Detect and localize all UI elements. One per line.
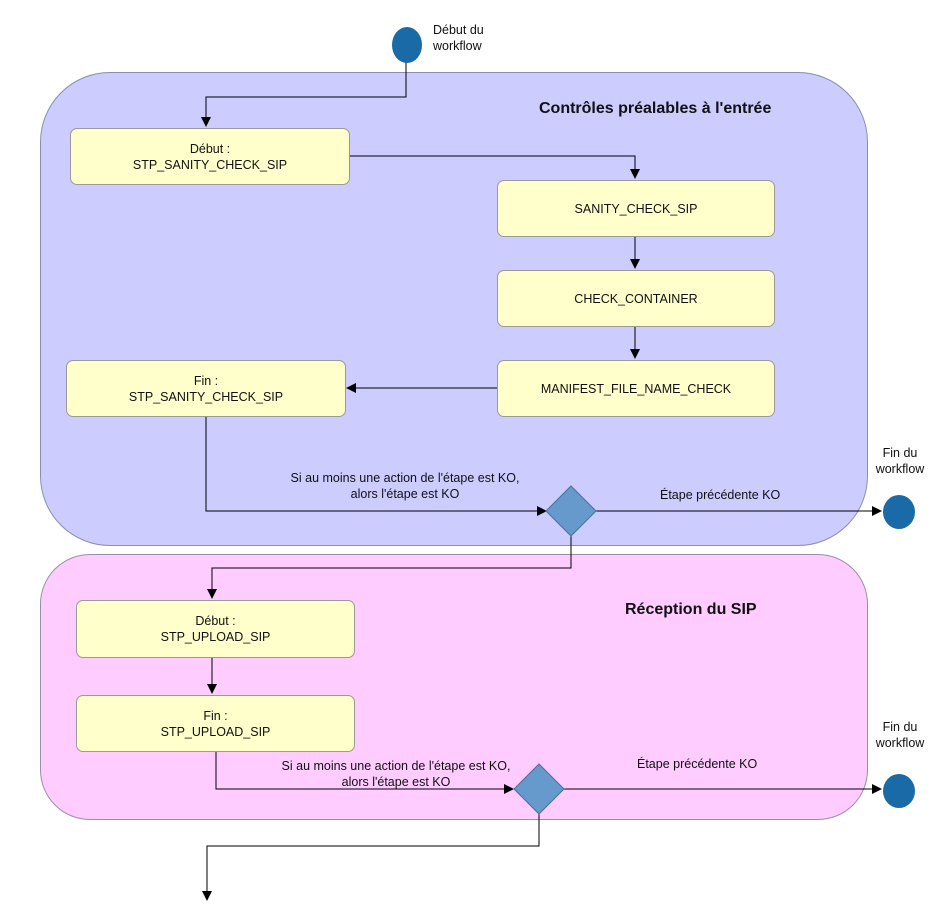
box-check-container[interactable]: CHECK_CONTAINER xyxy=(497,270,775,327)
ko-condition-label-1: Si au moins une action de l'étape est KO… xyxy=(260,470,550,502)
ko-condition-line2: alors l'étape est KO xyxy=(341,775,451,789)
ko-condition-line1: Si au moins une action de l'étape est KO… xyxy=(290,471,520,485)
decision-diamond-2 xyxy=(513,763,565,815)
box-line1: Début : xyxy=(189,141,231,156)
edge-start-to-stp1 xyxy=(201,62,407,127)
box-line2: STP_UPLOAD_SIP xyxy=(160,724,271,739)
lane2-title: Réception du SIP xyxy=(625,601,757,618)
edge-stp1-to-sanity xyxy=(349,155,640,179)
decision-diamond-1 xyxy=(545,485,597,537)
end-label-line1: Fin du xyxy=(882,720,918,734)
box-line2: STP_UPLOAD_SIP xyxy=(160,630,271,644)
end-label-line2: workflow xyxy=(875,462,925,476)
end-node-1 xyxy=(883,495,915,529)
box-debut-stp-sanity-check-sip[interactable]: Début : STP_SANITY_CHECK_SIP xyxy=(70,128,350,185)
box-debut-stp-upload-sip[interactable]: Début : STP_UPLOAD_SIP xyxy=(76,600,355,658)
ko-condition-label-2: Si au moins une action de l'étape est KO… xyxy=(256,758,536,790)
box-sanity-check-sip[interactable]: SANITY_CHECK_SIP xyxy=(497,180,775,237)
ko-branch-label-1: Étape précédente KO xyxy=(660,488,781,502)
box-line2: STP_SANITY_CHECK_SIP xyxy=(132,157,288,172)
box-label: CHECK_CONTAINER xyxy=(574,291,698,306)
edge-end-to-decision1 xyxy=(205,417,547,516)
box-manifest-file-name-check[interactable]: MANIFEST_FILE_NAME_CHECK xyxy=(497,360,775,417)
end-node-2 xyxy=(883,774,915,808)
edge-decision1-to-stp2 xyxy=(207,536,572,599)
box-line1: Fin : xyxy=(203,708,228,723)
start-label-line1: Début du xyxy=(433,23,484,37)
end-node-2-label: Fin du workflow xyxy=(870,719,930,751)
end-label-line1: Fin du xyxy=(882,446,918,460)
box-fin-stp-upload-sip[interactable]: Fin : STP_UPLOAD_SIP xyxy=(76,695,355,752)
box-label: SANITY_CHECK_SIP xyxy=(574,201,698,216)
start-node-label: Début du workflow xyxy=(433,22,484,54)
edge-decision2-continue xyxy=(202,814,540,901)
start-node xyxy=(392,27,422,63)
box-fin-stp-sanity-check-sip[interactable]: Fin : STP_SANITY_CHECK_SIP xyxy=(66,360,346,417)
ko-condition-line2: alors l'étape est KO xyxy=(350,487,460,501)
edge-stp2-end-to-decision2 xyxy=(215,752,514,794)
box-label: MANIFEST_FILE_NAME_CHECK xyxy=(540,381,732,396)
ko-condition-line1: Si au moins une action de l'étape est KO… xyxy=(281,759,511,773)
start-label-line2: workflow xyxy=(433,39,482,53)
end-node-1-label: Fin du workflow xyxy=(870,445,930,477)
box-line1: Début : xyxy=(195,614,236,628)
lane-reception-sip xyxy=(40,554,868,820)
box-line1: Fin : xyxy=(193,373,219,388)
box-line2: STP_SANITY_CHECK_SIP xyxy=(128,389,284,404)
lane1-title: Contrôles préalables à l'entrée xyxy=(539,100,772,117)
ko-branch-label-2: Étape précédente KO xyxy=(637,757,758,771)
end-label-line2: workflow xyxy=(875,736,925,750)
